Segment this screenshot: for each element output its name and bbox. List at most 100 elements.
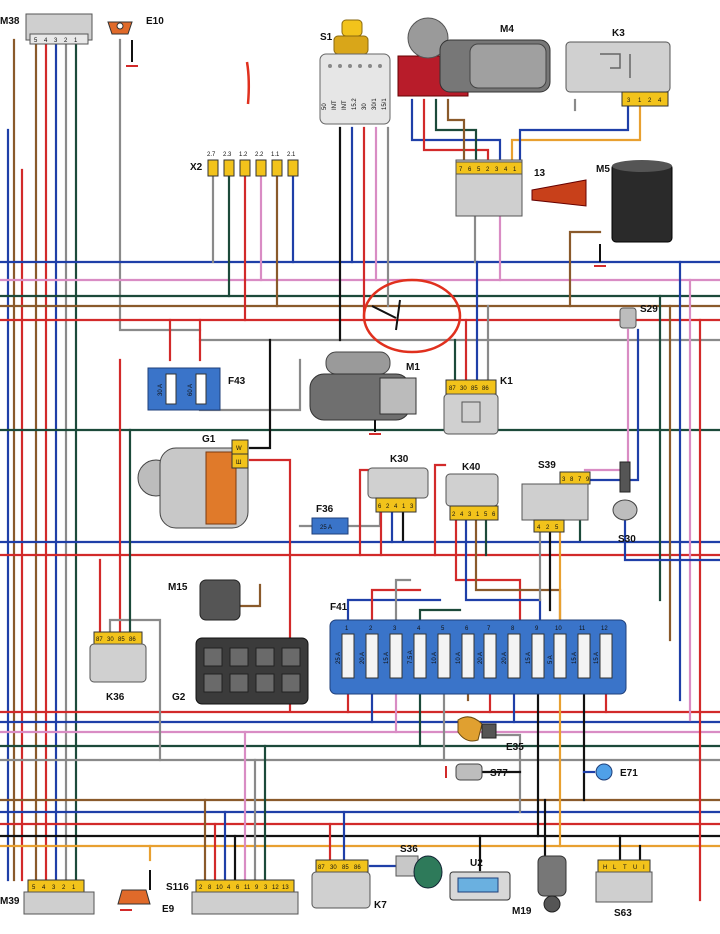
s13-pin-6: 6 xyxy=(468,167,472,173)
lamp-e35: E35 xyxy=(457,716,524,753)
g1-pin-sh: Ш xyxy=(236,460,242,466)
f41-rating-7: 20 A xyxy=(478,652,484,664)
s13-pin-1: 1 xyxy=(513,167,517,173)
s39-pin-5: 5 xyxy=(555,525,559,531)
g1-pin-w: W xyxy=(236,446,242,452)
f41-num-12: 12 xyxy=(601,626,608,632)
label-g1: G1 xyxy=(202,434,216,445)
f41-num-6: 6 xyxy=(465,626,469,632)
m39-pin-1: 1 xyxy=(72,885,76,891)
s1-pin-30-1: 30/1 xyxy=(372,98,378,110)
s116-pin-6: 6 xyxy=(236,885,240,891)
f41-num-10: 10 xyxy=(555,626,562,632)
f41-num-5: 5 xyxy=(441,626,445,632)
switch-13: 7 6 5 2 3 4 1 13 xyxy=(455,159,587,217)
label-s39: S39 xyxy=(538,460,556,471)
relay-k40: 2 4 3 1 5 6 K40 xyxy=(445,462,499,521)
s116-pin-9: 9 xyxy=(255,885,259,891)
label-s30: S30 xyxy=(618,534,636,545)
label-m39: M39 xyxy=(0,896,20,907)
f41-rating-10: 5 A xyxy=(548,655,554,664)
k36-pin-30: 30 xyxy=(107,637,114,643)
k36-pin-87: 87 xyxy=(96,637,103,643)
label-13: 13 xyxy=(534,168,546,179)
f41-num-3: 3 xyxy=(393,626,397,632)
label-m4: M4 xyxy=(500,24,514,35)
s116-pin-12: 12 xyxy=(272,885,279,891)
label-k7: K7 xyxy=(374,900,387,911)
connector-x2: 2.7 2.3 1.2 2.2 1.1 2.1 X2 xyxy=(190,152,299,177)
alternator-g1: W Ш G1 xyxy=(137,434,249,529)
s13-pin-3: 3 xyxy=(495,167,499,173)
connector-s116: 2 8 10 4 6 11 9 3 12 13 S116 xyxy=(166,879,299,915)
m39-pin-3: 3 xyxy=(52,885,56,891)
x2-pin-2-3: 2.3 xyxy=(223,152,232,158)
s39-pin-3: 3 xyxy=(562,477,566,483)
k3-pin-4: 4 xyxy=(658,98,662,104)
annotation-circle xyxy=(362,278,462,354)
f43-rating-30a: 30 A xyxy=(158,384,164,396)
m39-pin-4: 4 xyxy=(42,885,46,891)
label-s1: S1 xyxy=(320,32,333,43)
label-e35: E35 xyxy=(506,742,524,753)
f41-num-1: 1 xyxy=(345,626,349,632)
s116-pin-10: 10 xyxy=(216,885,223,891)
label-s63: S63 xyxy=(614,908,632,919)
s1-pin-15-2: 15.2 xyxy=(352,98,358,110)
f41-rating-4: 7.5 A xyxy=(408,650,414,664)
motor-m19: M19 xyxy=(512,855,567,917)
k40-pin-3: 3 xyxy=(468,512,472,518)
ignition-switch-s1: 50 INT INT 15.2 30 30/1 15/1 S1 xyxy=(319,19,391,125)
switch-s39: 3 8 7 9 4 2 5 S39 xyxy=(521,460,591,533)
s13-pin-2: 2 xyxy=(486,167,490,173)
m38-pin-2: 2 xyxy=(64,38,68,44)
relay-k3: 3 1 2 4 K3 xyxy=(565,28,671,107)
k36-pin-86: 86 xyxy=(129,637,136,643)
s63-pin-h: H xyxy=(603,865,607,871)
s39-pin-2: 2 xyxy=(546,525,550,531)
s39-pin-8: 8 xyxy=(570,477,574,483)
f41-num-9: 9 xyxy=(535,626,539,632)
wires xyxy=(0,38,720,902)
label-e9: E9 xyxy=(162,904,175,915)
k7-pin-30: 30 xyxy=(330,865,337,871)
annotation-stroke xyxy=(245,61,251,105)
k40-pin-6: 6 xyxy=(492,512,496,518)
s63-pin-l: L xyxy=(613,865,617,871)
m39-pin-2: 2 xyxy=(62,885,66,891)
x2-pin-2-2: 2.2 xyxy=(255,152,264,158)
washer-motor-m5: M5 xyxy=(594,160,673,267)
k1-pin-30: 30 xyxy=(460,386,467,392)
s39-pin-7: 7 xyxy=(578,477,582,483)
lamp-e9: E9 xyxy=(117,870,175,915)
k7-pin-86: 86 xyxy=(354,865,361,871)
m38-pin-4: 4 xyxy=(44,38,48,44)
fuse-block-f43: 30 A 60 A F43 xyxy=(147,367,246,411)
k1-pin-85: 85 xyxy=(471,386,478,392)
label-m15: M15 xyxy=(168,582,188,593)
relay-k7: 87 30 85 86 K7 xyxy=(311,859,387,911)
f41-rating-2: 20 A xyxy=(360,652,366,664)
s1-pin-int-1: INT xyxy=(332,100,338,110)
label-x2: X2 xyxy=(190,162,203,173)
k30-pin-1: 1 xyxy=(402,504,406,510)
s63-pin-t: T xyxy=(623,865,627,871)
label-k3: K3 xyxy=(612,28,625,39)
switch-s29: S29 xyxy=(619,304,658,329)
f41-rating-11: 15 A xyxy=(572,652,578,664)
label-k40: K40 xyxy=(462,462,481,473)
k30-pin-3: 3 xyxy=(410,504,414,510)
label-k1: K1 xyxy=(500,376,513,387)
relay-k30: 6 2 4 1 3 K30 xyxy=(367,454,429,513)
s13-pin-5: 5 xyxy=(477,167,481,173)
k3-pin-2: 2 xyxy=(648,98,652,104)
m39-pin-5: 5 xyxy=(32,885,36,891)
s39-pin-9: 9 xyxy=(586,477,590,483)
k40-pin-4: 4 xyxy=(460,512,464,518)
connector-m38: 5 4 3 2 1 M38 xyxy=(0,13,93,45)
label-e71: E71 xyxy=(620,768,638,779)
label-m38: M38 xyxy=(0,16,20,27)
k30-pin-6: 6 xyxy=(378,504,382,510)
s63-pin-i: I xyxy=(643,865,645,871)
